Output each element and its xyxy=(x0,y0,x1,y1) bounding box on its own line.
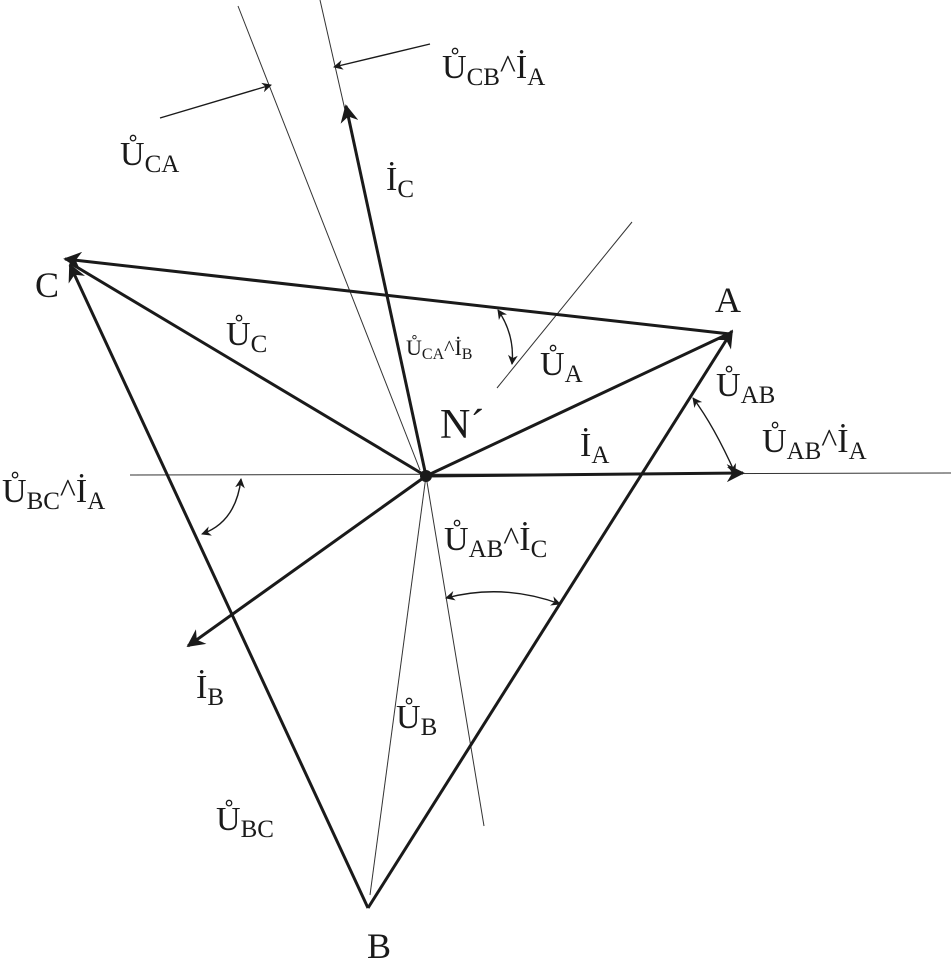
ref-line-uca xyxy=(237,5,421,471)
angle-arc-uab-ic xyxy=(445,591,561,606)
label-ic: İC xyxy=(386,161,414,203)
vector-u-a xyxy=(425,332,729,478)
pointer-uca xyxy=(159,82,272,119)
label-uc: ŮC xyxy=(226,314,267,358)
vector-u-ca xyxy=(63,251,731,336)
vertex-label-c: C xyxy=(35,265,59,305)
pointer-ucb-ia xyxy=(333,43,431,70)
vector-u-c xyxy=(69,261,427,478)
label-ua: ŮA xyxy=(540,344,583,388)
label-uca: ŮCA xyxy=(120,134,179,178)
label-ub: ŮB xyxy=(396,697,437,741)
ref-line-ub xyxy=(369,475,427,896)
label-ucb-ia: ŮCB^İA xyxy=(442,47,545,91)
label-ib: İB xyxy=(196,669,224,711)
vector-u-ab xyxy=(366,329,734,909)
vector-i-b xyxy=(186,474,427,648)
ref-line-nw-se xyxy=(425,475,485,827)
angle-arc-ubc-ia xyxy=(201,478,245,536)
ref-line-ia-ext xyxy=(319,0,346,111)
angle-arc-uca-ib xyxy=(497,309,518,365)
label-uab-ia: ŮAB^İA xyxy=(762,421,867,465)
ref-line-ne xyxy=(496,221,633,389)
vertex-label-a: A xyxy=(715,280,741,320)
label-uab-ic: ŮAB^İC xyxy=(444,519,547,563)
label-uca-ib: ŮCA^İB xyxy=(406,335,472,363)
label-ubc-ia: ŮBC^İA xyxy=(2,471,105,515)
vertex-label-b: B xyxy=(367,926,391,962)
neutral-label: N´ xyxy=(440,402,484,448)
angle-arc-uab-ia xyxy=(692,397,736,474)
vector-i-c xyxy=(340,104,428,477)
label-uab: ŮAB xyxy=(716,365,775,409)
vector-i-a xyxy=(425,464,745,483)
vector-u-bc xyxy=(68,263,370,909)
label-ubc: ŮBC xyxy=(216,799,274,843)
label-ia: İA xyxy=(580,427,609,469)
neutral-point xyxy=(420,470,432,482)
